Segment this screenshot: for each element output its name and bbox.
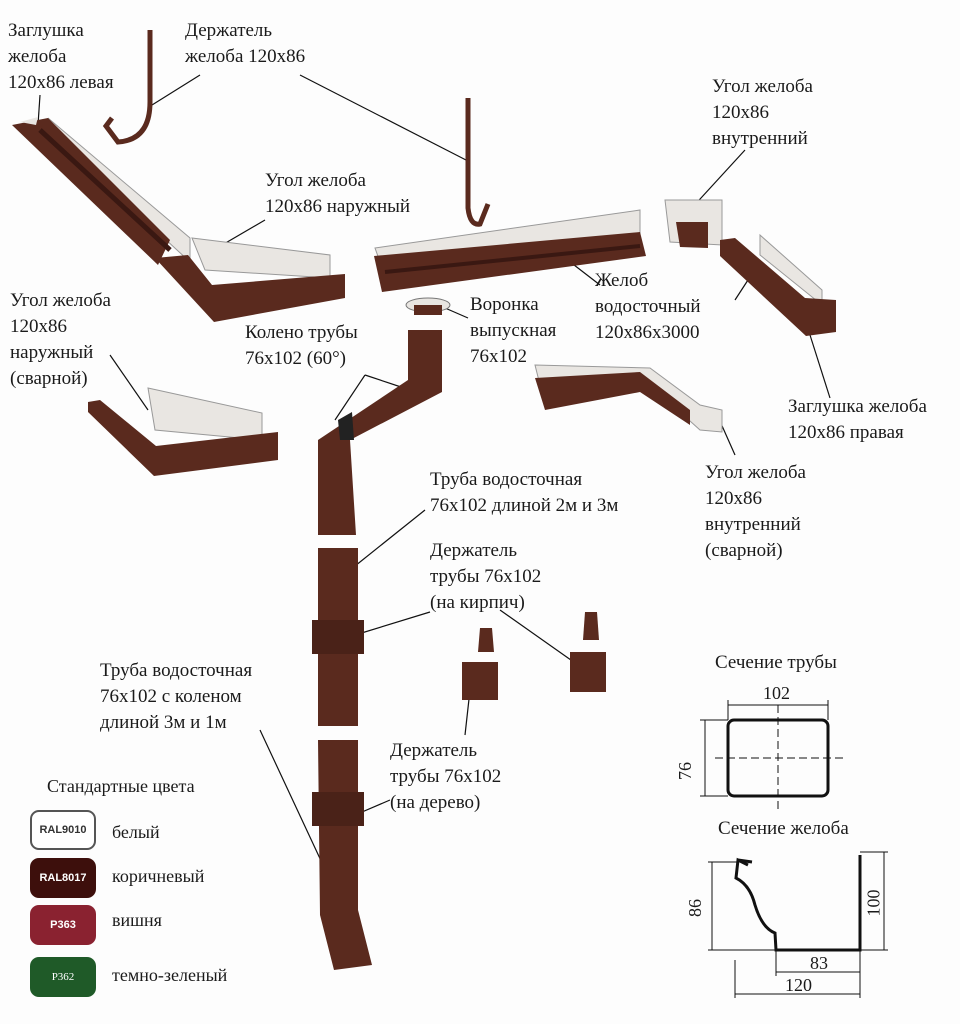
label-line: выпускная	[470, 320, 557, 341]
label-line: 120х86 наружный	[265, 196, 411, 217]
gutter-front-height-dim: 86	[685, 899, 705, 917]
label-line: длиной 3м и 1м	[100, 712, 227, 733]
pipe-height-dim: 76	[675, 762, 695, 780]
swatch-white: RAL9010	[30, 810, 96, 850]
label-line: Угол желоба	[712, 76, 813, 97]
label-line: 76х102 (60°)	[245, 348, 347, 369]
label-line: 120х86 левая	[8, 72, 114, 93]
swatch-label-cherry: вишня	[112, 910, 162, 930]
label-line: Держатель	[185, 20, 273, 41]
outer-corner	[155, 237, 345, 322]
gutter-section-title: Сечение желоба	[718, 818, 849, 839]
label-line: Воронка	[470, 294, 539, 315]
label-outer-corner-welded: Угол желоба 120х86 наружный (сварной)	[10, 288, 111, 392]
pipe-holders-brick	[462, 612, 606, 700]
gutter-section-drawing	[708, 851, 888, 998]
label-line: Держатель	[390, 740, 478, 761]
swatch-brown: RAL8017	[30, 858, 96, 898]
label-pipe-holder-brick: Держатель трубы 76х102 (на кирпич)	[430, 538, 541, 616]
label-pipe-holder-wood: Держатель трубы 76х102 (на дерево)	[390, 738, 501, 816]
label-line: 76х102 длиной 2м и 3м	[430, 495, 619, 516]
label-line: водосточный	[595, 296, 701, 317]
label-line: наружный	[10, 342, 94, 363]
label-line: Заглушка желоба	[788, 396, 927, 417]
label-line: (на дерево)	[390, 792, 481, 813]
label-line: Труба водосточная	[430, 469, 583, 490]
label-line: Желоб	[595, 270, 649, 291]
welded-outer-corner	[88, 387, 278, 476]
legend-title: Стандартные цвета	[47, 776, 195, 796]
downpipe	[312, 330, 442, 970]
label-line: 120х86	[10, 316, 67, 337]
label-line: Угол желоба	[265, 170, 366, 191]
gutter-left-section	[12, 117, 191, 265]
swatch-green: P362	[30, 957, 96, 997]
funnel	[405, 297, 451, 315]
label-inner-corner-welded: Угол желоба 120х86 внутренний (сварной)	[705, 460, 806, 564]
label-line: желоба 120х86	[185, 46, 306, 67]
main-gutter	[374, 209, 646, 292]
label-line: 120х86х3000	[595, 322, 700, 343]
pipe-section-title: Сечение трубы	[715, 652, 837, 673]
gutter-width-dim: 120	[785, 975, 812, 995]
label-line: 76х102	[470, 346, 527, 367]
swatch-cherry: P363	[30, 905, 96, 945]
label-line: трубы 76х102	[430, 566, 542, 587]
label-line: (сварной)	[10, 368, 88, 389]
label-outer-corner: Угол желоба 120х86 наружный	[265, 168, 410, 220]
label-line: желоба	[8, 46, 67, 67]
label-line: 120х86	[712, 102, 769, 123]
label-line: Колено трубы	[245, 322, 358, 343]
gutter-bottom-dim: 83	[810, 953, 828, 973]
label-cap-left: Заглушка желоба 120х86 левая	[8, 18, 114, 96]
pipe-section-drawing	[700, 700, 845, 810]
label-line: 120х86 правая	[788, 422, 904, 443]
swatch-label-brown: коричневый	[112, 866, 205, 886]
label-funnel: Воронка выпускная 76х102	[470, 292, 556, 370]
label-inner-corner: Угол желоба 120х86 внутренний	[712, 74, 813, 152]
label-line: внутренний	[705, 514, 801, 535]
pipe-width-dim: 102	[763, 683, 790, 703]
right-gutter	[720, 233, 836, 336]
swatch-label-green: темно-зеленый	[112, 965, 228, 985]
leader-lines	[37, 74, 831, 881]
gutter-back-height-dim: 100	[863, 889, 884, 917]
label-line: Труба водосточная	[100, 660, 253, 681]
label-cap-right: Заглушка желоба 120х86 правая	[788, 394, 927, 446]
swatch-label-white: белый	[112, 822, 160, 842]
label-line: трубы 76х102	[390, 766, 502, 787]
label-line: (сварной)	[705, 540, 783, 561]
label-pipe: Труба водосточная 76х102 длиной 2м и 3м	[430, 467, 618, 519]
gutter-holder-left	[102, 30, 153, 145]
label-pipe-with-elbow: Труба водосточная 76х102 с коленом длиной …	[100, 658, 252, 736]
label-line: Угол желоба	[705, 462, 806, 483]
label-line: Держатель	[430, 540, 518, 561]
label-line: Угол желоба	[10, 290, 111, 311]
gutter-holder-center	[465, 98, 491, 227]
label-line: 120х86	[705, 488, 762, 509]
label-line: (на кирпич)	[430, 592, 525, 613]
inner-corner	[664, 199, 723, 248]
label-line: 76х102 с коленом	[100, 686, 242, 707]
label-line: внутренний	[712, 128, 808, 149]
label-line: Заглушка	[8, 20, 84, 41]
label-gutter-holder: Держатель желоба 120х86	[185, 18, 305, 70]
label-elbow: Колено трубы 76х102 (60°)	[245, 320, 358, 372]
label-gutter: Желоб водосточный 120х86х3000	[595, 268, 701, 346]
welded-inner-corner	[534, 364, 723, 433]
